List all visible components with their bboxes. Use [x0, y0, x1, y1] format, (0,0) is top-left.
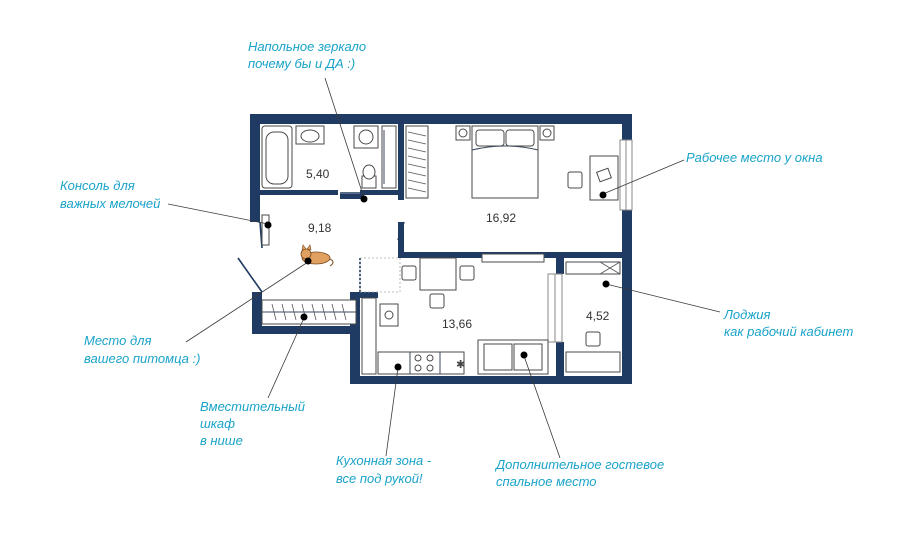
annotation-loggia-2: как рабочий кабинет	[724, 324, 853, 339]
bedroom-wardrobe	[405, 125, 429, 199]
annotation-kitchen-2: все под рукой!	[336, 471, 423, 486]
leaders	[167, 77, 721, 459]
annotation-console-2: важных мелочей	[60, 196, 160, 211]
washing-machine-icon	[353, 125, 379, 149]
annotation-wardrobe-1: Вместительный	[200, 399, 305, 414]
annotation-guest-bed-1: Дополнительное гостевое	[494, 457, 664, 472]
annotation-wardrobe-3: в нише	[200, 433, 243, 448]
windows	[547, 139, 633, 343]
annotation-loggia-1: Лоджия	[723, 307, 771, 322]
annotation-console-1: Консоль для	[60, 178, 135, 193]
annotation-workplace: Рабочее место у окна	[686, 150, 823, 165]
svg-text:✱: ✱	[456, 358, 465, 371]
annotation-mirror-2: почему бы и ДА :)	[248, 56, 355, 71]
area-bathroom: 5,40	[306, 167, 330, 181]
area-kitchen: 13,66	[442, 317, 472, 331]
loggia-desk	[565, 261, 621, 373]
annotation-kitchen-1: Кухонная зона -	[336, 453, 432, 468]
floor-mirror	[340, 194, 364, 199]
area-bedroom: 16,92	[486, 211, 516, 225]
wardrobe	[261, 299, 357, 325]
stove-icon: ✱	[377, 351, 465, 375]
annotation-guest-bed-2: спальное место	[496, 474, 597, 489]
desk-icon	[567, 155, 619, 201]
sofa-icon	[477, 339, 549, 375]
annotation-pet-2: вашего питомца :)	[84, 351, 200, 366]
annotation-mirror-1: Напольное зеркало	[248, 39, 366, 54]
area-hallway: 9,18	[308, 221, 332, 235]
double-bed-icon	[455, 125, 555, 199]
open-area-outline	[359, 257, 401, 293]
bathroom-shelf	[381, 125, 397, 189]
dining-table	[401, 257, 475, 309]
annotation-pet-1: Место для	[84, 333, 151, 348]
kitchen-shelf	[361, 297, 399, 375]
annotation-wardrobe-2: шкаф	[200, 416, 235, 431]
bathtub-icon	[261, 125, 293, 189]
console-table	[261, 214, 270, 246]
toilet-icon	[361, 164, 377, 189]
tv-shelf	[481, 253, 545, 263]
area-loggia: 4,52	[586, 309, 610, 323]
sink-icon	[295, 125, 325, 145]
